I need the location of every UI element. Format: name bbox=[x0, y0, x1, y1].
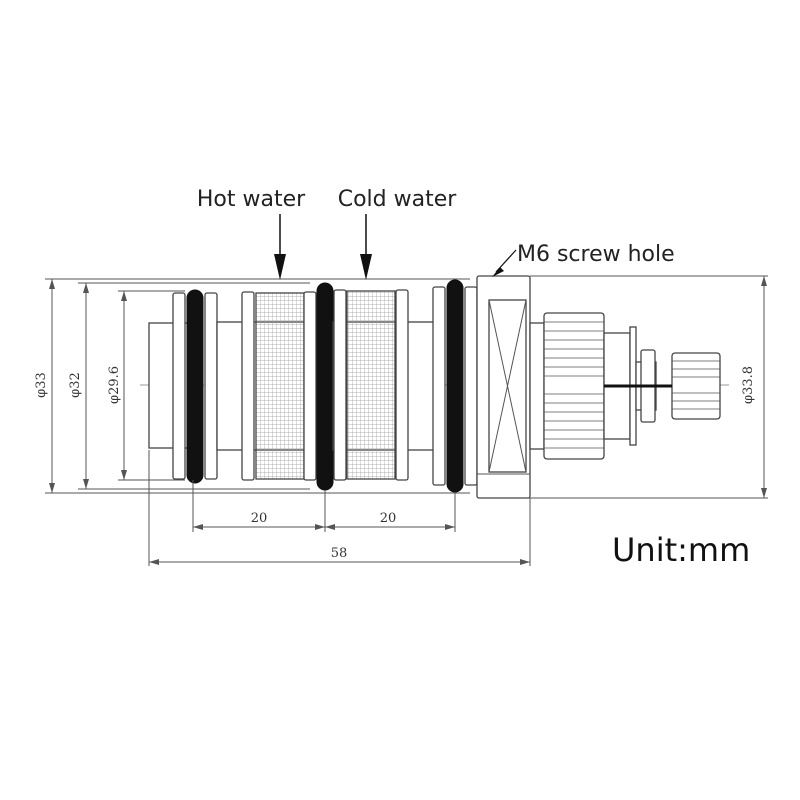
ring-hot-right bbox=[303, 291, 317, 481]
o-ring-2 bbox=[316, 282, 334, 491]
collar bbox=[529, 322, 545, 450]
cold-water-arrow bbox=[360, 214, 372, 280]
screw-hole-leader bbox=[492, 249, 517, 277]
spline-lines bbox=[672, 360, 720, 410]
body-flange-cross-b bbox=[488, 299, 527, 473]
screw-hole-label: M6 screw hole bbox=[517, 242, 675, 267]
dim-length-total: 58 bbox=[331, 546, 348, 561]
dim-length-hot: 20 bbox=[251, 511, 268, 526]
o-ring-3 bbox=[446, 279, 464, 493]
dim-phi32: φ32 bbox=[68, 372, 83, 398]
cold-water-filter-mesh bbox=[346, 290, 396, 480]
dim-phi33: φ33 bbox=[34, 372, 49, 398]
dim-phi33-8: φ33.8 bbox=[741, 366, 756, 404]
unit-label: Unit:mm bbox=[612, 531, 750, 569]
ring-cold-right bbox=[395, 289, 409, 481]
right-dimension bbox=[530, 275, 768, 499]
cold-water-label: Cold water bbox=[338, 187, 458, 212]
hot-water-label: Hot water bbox=[197, 187, 306, 212]
hot-water-filter-mesh bbox=[255, 292, 305, 480]
ring-cold-left bbox=[333, 289, 347, 481]
bottom-dimension-lines bbox=[148, 450, 531, 566]
flange-1 bbox=[172, 292, 186, 480]
o-ring-1 bbox=[186, 289, 204, 484]
knurl-lines bbox=[544, 321, 604, 449]
flange-4 bbox=[464, 286, 478, 486]
left-dimension-lines bbox=[49, 279, 127, 493]
ring-hot-left bbox=[241, 291, 255, 481]
flange-3 bbox=[432, 286, 446, 486]
cartridge-body bbox=[148, 275, 721, 499]
flange-2 bbox=[204, 292, 218, 480]
left-extension-lines bbox=[45, 278, 470, 494]
knurled-nut bbox=[543, 312, 605, 460]
hot-water-arrow bbox=[274, 214, 286, 280]
dim-length-cold: 20 bbox=[380, 511, 397, 526]
dim-phi29-6: φ29.6 bbox=[107, 366, 122, 404]
